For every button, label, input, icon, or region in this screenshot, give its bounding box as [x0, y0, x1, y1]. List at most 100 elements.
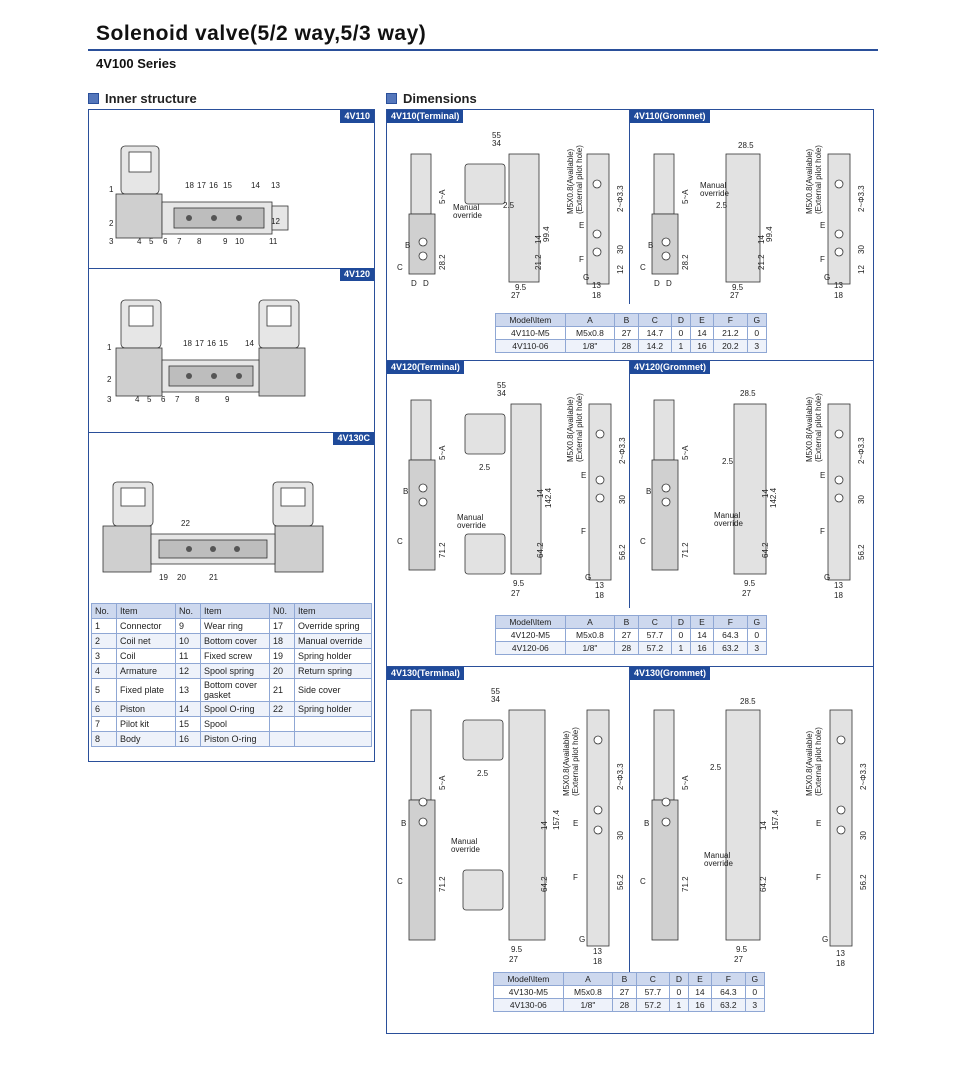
col-header: C: [637, 615, 673, 629]
dim-label: 2.5: [479, 463, 491, 472]
callout: 3: [109, 237, 114, 246]
cell: 17: [269, 618, 295, 634]
dim-label: 5~A: [681, 775, 690, 790]
cell: Body: [116, 731, 176, 747]
m5-label: M5X0.8(Available): [805, 396, 814, 462]
cell: Side cover: [294, 678, 372, 702]
cell: [269, 716, 295, 732]
cell: 16: [175, 731, 201, 747]
callout: 18: [183, 339, 192, 348]
col-header: A: [562, 972, 614, 986]
callout: 1: [107, 343, 112, 352]
cell: 20: [269, 663, 295, 679]
col-header: Model\Item: [495, 313, 566, 327]
col-header: F: [711, 972, 746, 986]
dim-label: 27: [509, 955, 518, 964]
override-label: override: [451, 845, 480, 854]
cell: Spring holder: [294, 648, 372, 664]
dim-label: 28.5: [738, 141, 754, 150]
dim-label: 27: [730, 291, 739, 300]
col-header: D: [669, 972, 689, 986]
dim-label: G: [579, 935, 585, 944]
tag-4v120-grommet: 4V120(Grommet): [630, 361, 711, 374]
dim-label: E: [573, 819, 578, 828]
dim-label: 9.5: [511, 945, 523, 954]
dim-label: 30: [616, 245, 625, 254]
dim-label: D: [666, 279, 672, 288]
cell: Armature: [116, 663, 176, 679]
cell: 28: [614, 339, 639, 353]
cell: 4V120-06: [495, 641, 566, 655]
override-label: override: [700, 189, 729, 198]
dim-label: 28.2: [438, 254, 447, 270]
divider: [387, 360, 873, 361]
cell: 21: [269, 678, 295, 702]
tag-4v130-grommet: 4V130(Grommet): [630, 667, 711, 680]
cell: 14: [687, 985, 713, 999]
dim-label: 27: [511, 589, 520, 598]
dim-label: 71.2: [438, 876, 447, 892]
dim-label: 64.2: [761, 542, 770, 558]
dim-label: 28.2: [681, 254, 690, 270]
dim-label: B: [401, 819, 406, 828]
callout: 12: [271, 217, 280, 226]
dim-label: G: [583, 273, 589, 282]
dim-label: 14: [534, 235, 543, 244]
cell: 22: [269, 701, 295, 717]
cell: 3: [744, 998, 766, 1012]
cell: 4V110-M5: [495, 326, 566, 340]
cell: [294, 731, 372, 747]
cell: Spool spring: [200, 663, 270, 679]
dim-label: 142.4: [769, 487, 778, 508]
cell: 57.7: [637, 628, 673, 642]
col-header: A: [564, 313, 616, 327]
dim-label: D: [411, 279, 417, 288]
dim-label: 13: [836, 949, 845, 958]
cell: 13: [175, 678, 201, 702]
dim-label: 2~Φ3.3: [857, 185, 866, 212]
cell: 7: [91, 716, 117, 732]
dim-label: 34: [492, 139, 501, 148]
col-header: No.: [91, 603, 117, 619]
bullet-square-icon: [88, 93, 99, 104]
dim-label: F: [579, 255, 584, 264]
cell: 18: [269, 633, 295, 649]
ext-pilot-label: (External pilot hole): [814, 727, 823, 796]
callout: 8: [195, 395, 200, 404]
cell: 1: [671, 339, 691, 353]
cell: 4V110-06: [495, 339, 566, 353]
dim-label: 2~Φ3.3: [859, 763, 868, 790]
manual-label: Manual: [714, 511, 740, 520]
cell: Manual override: [294, 633, 372, 649]
dim-label: 30: [857, 495, 866, 504]
dim-label: 9.5: [736, 945, 748, 954]
callout: 7: [177, 237, 182, 246]
dim-label: 5~A: [438, 445, 447, 460]
inner-4v110-drawing: 1 2 3 4 5 6 7 8 9 10 11 12 13 14 15 16 1…: [109, 145, 289, 246]
cell: 14: [689, 326, 715, 340]
manual-label: Manual: [704, 851, 730, 860]
cell: Connector: [116, 618, 176, 634]
dim-label: 14: [761, 489, 770, 498]
callout: 16: [209, 181, 218, 190]
col-header: Model\Item: [495, 615, 566, 629]
cell: 0: [746, 326, 768, 340]
cell: 27: [614, 628, 639, 642]
cell: Fixed screw: [200, 648, 270, 664]
cell: M5x0.8: [562, 985, 614, 999]
callout: 15: [223, 181, 232, 190]
cell: 5: [91, 678, 117, 702]
dim-label: 18: [834, 291, 843, 300]
cell: 4V130-M5: [493, 985, 564, 999]
cell: 16: [689, 339, 715, 353]
drawing-4v130-grommet: B C 28.5 Manual override 2.5 9.5 27 13 1…: [640, 697, 868, 968]
callout: 7: [175, 395, 180, 404]
